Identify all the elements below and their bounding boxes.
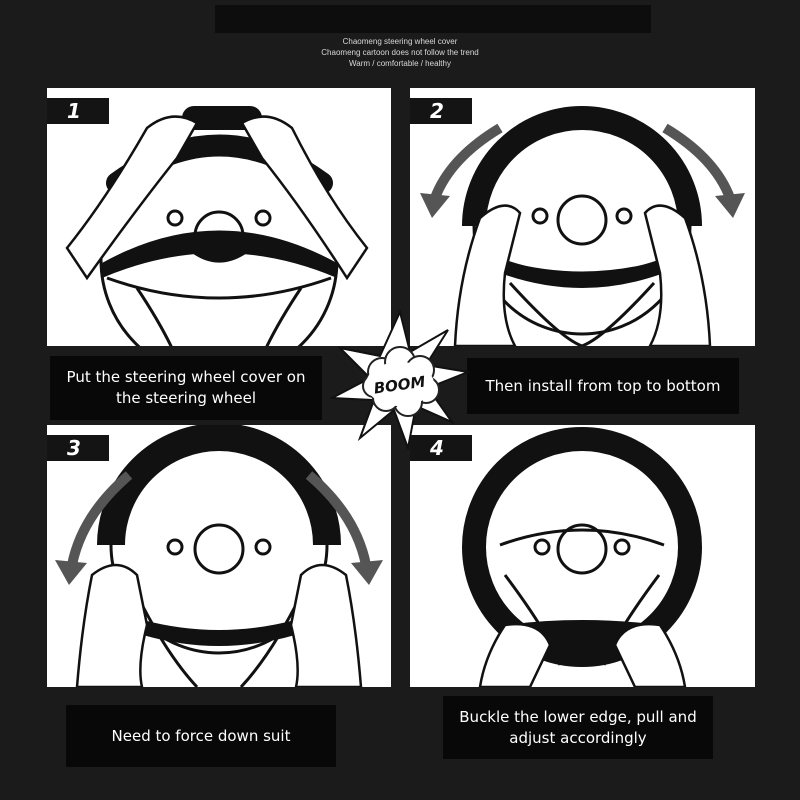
- steering-wheel-step-4-icon: [462, 427, 702, 687]
- step-4-caption: Buckle the lower edge, pull and adjust a…: [443, 696, 713, 759]
- step-2-illustration: 2: [410, 88, 755, 346]
- step-3-illustration: 3: [47, 425, 391, 687]
- step-1-illustration: 1: [47, 88, 391, 346]
- step-1-caption: Put the steering wheel cover on the stee…: [50, 356, 322, 420]
- boom-burst-icon: BOOM: [328, 308, 472, 452]
- steering-wheel-step-2-icon: [420, 106, 745, 346]
- step-1-number: 1: [47, 98, 109, 124]
- step-3-number: 3: [47, 435, 109, 461]
- header-line-2: Chaomeng cartoon does not follow the tre…: [321, 48, 479, 57]
- steering-wheel-step-3-icon: [55, 425, 383, 687]
- step-4-number: 4: [410, 435, 472, 461]
- top-banner-bar: [215, 5, 651, 33]
- header-line-1: Chaomeng steering wheel cover: [342, 37, 458, 46]
- step-4-illustration: 4: [410, 425, 755, 687]
- header-text: Chaomeng steering wheel cover Chaomeng c…: [0, 36, 800, 69]
- step-2-caption: Then install from top to bottom: [467, 358, 739, 414]
- header-line-3: Warm / comfortable / healthy: [349, 59, 451, 68]
- step-2-number: 2: [410, 98, 472, 124]
- steering-wheel-step-1-icon: [65, 106, 369, 346]
- step-3-caption: Need to force down suit: [66, 705, 336, 767]
